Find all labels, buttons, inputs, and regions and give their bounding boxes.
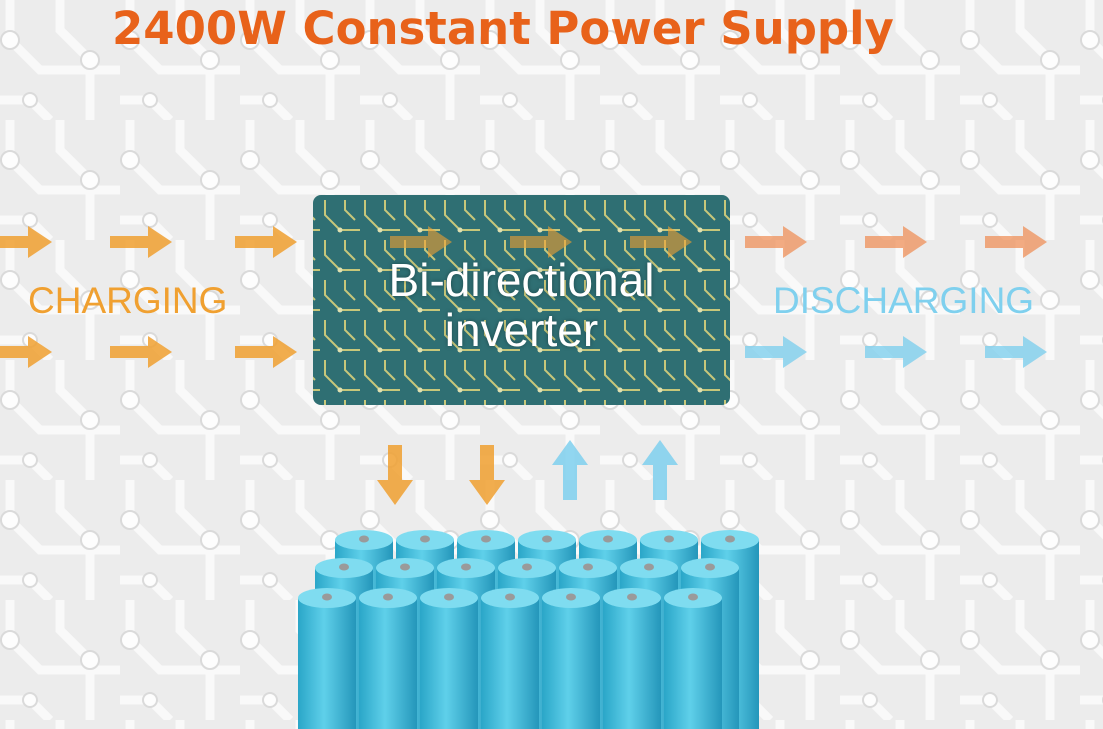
- battery-cell: [359, 588, 417, 729]
- battery-pack: [298, 530, 759, 729]
- battery-cell: [603, 588, 661, 729]
- arrow-up-icon: [642, 440, 678, 500]
- flow-arrow-right-icon: [745, 336, 807, 368]
- flow-arrow-right-icon: [865, 336, 927, 368]
- charging-label: CHARGING: [28, 280, 228, 321]
- discharging-label: DISCHARGING: [773, 280, 1035, 321]
- battery-cell: [481, 588, 539, 729]
- battery-cell: [542, 588, 600, 729]
- flow-arrow-right-icon: [0, 336, 52, 368]
- battery-cell: [298, 588, 356, 729]
- flow-arrow-right-icon: [390, 226, 452, 258]
- flow-arrow-right-icon: [235, 226, 297, 258]
- arrow-down-icon: [377, 445, 413, 505]
- arrow-up-icon: [552, 440, 588, 500]
- flow-arrow-right-icon: [110, 336, 172, 368]
- battery-cell: [420, 588, 478, 729]
- flow-arrow-right-icon: [110, 226, 172, 258]
- flow-arrow-right-icon: [985, 226, 1047, 258]
- flow-arrow-right-icon: [865, 226, 927, 258]
- flow-arrow-right-icon: [630, 226, 692, 258]
- inverter-label-line2: inverter: [444, 304, 599, 356]
- flow-arrow-right-icon: [745, 226, 807, 258]
- battery-cell: [664, 588, 722, 729]
- inverter-label: Bi-directional inverter: [313, 255, 730, 355]
- flow-arrow-right-icon: [985, 336, 1047, 368]
- page-title: 2400W Constant Power Supply: [112, 2, 894, 55]
- inverter-label-line1: Bi-directional: [388, 254, 655, 306]
- flow-arrow-right-icon: [235, 336, 297, 368]
- flow-arrow-right-icon: [510, 226, 572, 258]
- arrow-down-icon: [469, 445, 505, 505]
- flow-arrow-right-icon: [0, 226, 52, 258]
